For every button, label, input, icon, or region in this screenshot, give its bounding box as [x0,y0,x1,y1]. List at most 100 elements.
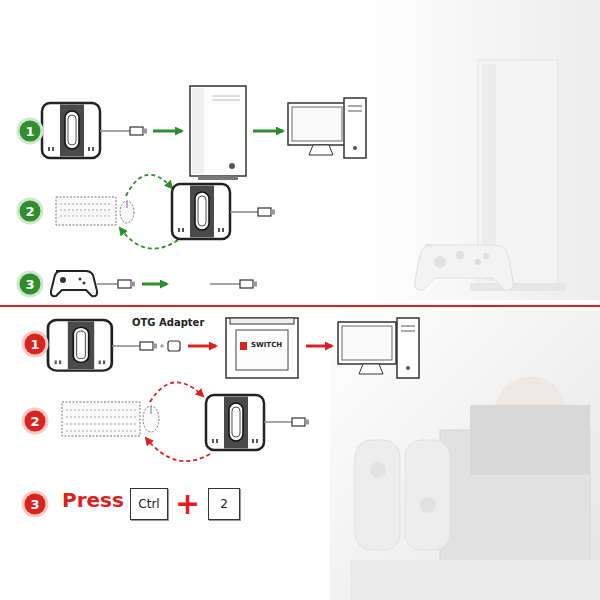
keyboard-mouse [66,417,136,418]
callout-number: 3 [30,498,39,511]
keyboard-mouse [66,431,136,432]
keyboard-mouse [143,406,159,432]
background-switch [330,310,600,600]
callout-ring [22,408,49,435]
computer-monitor [344,98,366,158]
dashed-arrow [120,228,178,249]
keyboard-mouse [151,406,152,414]
usb-adapter [168,341,180,351]
computer-monitor [397,318,419,378]
usb-adapter [48,320,112,371]
game-controller [60,277,66,283]
background-xbox [415,245,514,290]
callout-disc [25,411,46,432]
usb-adapter [130,127,147,135]
computer-monitor [353,146,357,150]
usb-adapter [172,184,230,239]
background-switch [370,462,386,478]
usb-cable [210,280,257,288]
computer-monitor [359,364,383,374]
computer-monitor [288,103,346,145]
background-xbox [456,251,464,259]
background-switch [420,497,436,513]
switch-dock [226,318,298,378]
key-cap: Ctrl [130,488,168,520]
callout-number: 2 [16,197,44,225]
instruction-text: Press [62,490,124,510]
keyboard-mouse [56,197,134,225]
xbox-console [229,163,235,169]
adapter-label: OTG Adapter [132,318,204,328]
keyboard-mouse [120,201,134,223]
background-xbox [360,0,600,300]
game-controller [79,278,82,281]
xbox-console [192,88,204,174]
key-cap: 2 [208,488,240,520]
background-switch [495,377,565,405]
callout-ring [17,271,44,298]
computer-monitor [292,107,342,141]
callout-disc [20,121,41,142]
game-controller [118,280,135,288]
flow-arrow [306,345,332,348]
dashed-arrow [146,438,210,461]
keyboard-mouse [127,201,128,208]
callout-number: 2 [30,415,39,428]
game-controller [51,271,97,296]
callout-ring [17,118,44,145]
background-xbox [470,283,566,291]
background-switch [405,440,450,550]
usb-adapter [264,421,292,423]
keyboard-mouse [56,197,116,225]
xbox-console [190,86,246,176]
usb-adapter [292,418,309,426]
callout-disc [25,334,46,355]
flow-arrow [153,130,182,133]
callout-number: 2 [21,407,49,435]
usb-adapter [206,395,309,450]
computer-monitor [338,318,419,378]
computer-monitor [288,98,366,158]
usb-adapter [42,103,100,158]
xbox-console [190,86,246,180]
callout-number: 3 [16,270,44,298]
computer-monitor [338,322,396,364]
usb-cable [240,280,257,288]
computer-monitor [342,326,392,360]
computer-monitor [406,366,410,370]
usb-cable [210,283,240,285]
game-controller [51,271,135,296]
dashed-arrow [150,382,203,402]
switch-dock [240,342,247,350]
callout-number: 2 [25,205,34,218]
key-label: 2 [220,498,228,510]
usb-adapter [100,130,130,132]
usb-adapter [112,345,140,347]
usb-adapter [42,103,147,158]
keyboard-mouse [60,210,112,211]
flow-arrow [253,130,283,133]
usb-adapter [140,342,157,350]
xbox-console [212,96,240,97]
usb-adapter [258,208,275,216]
callout-number: 1 [21,330,49,358]
callout-disc [20,201,41,222]
key-label: Ctrl [138,498,159,510]
switch-dock [230,318,294,324]
keyboard-mouse [62,402,140,436]
usb-adapter [230,211,258,213]
callout-number: 1 [25,125,34,138]
background-xbox [475,259,481,265]
flow-arrow [142,283,167,286]
callout-ring [22,331,49,358]
logo-text: SWITCH [250,342,283,349]
usb-adapter [206,395,264,450]
flow-arrow [188,345,216,348]
keyboard-mouse [62,402,159,436]
dashed-arrow [126,175,172,196]
keyboard-mouse [60,204,112,205]
usb-adapter [172,184,275,239]
computer-monitor [309,145,333,155]
background-switch [470,405,590,475]
